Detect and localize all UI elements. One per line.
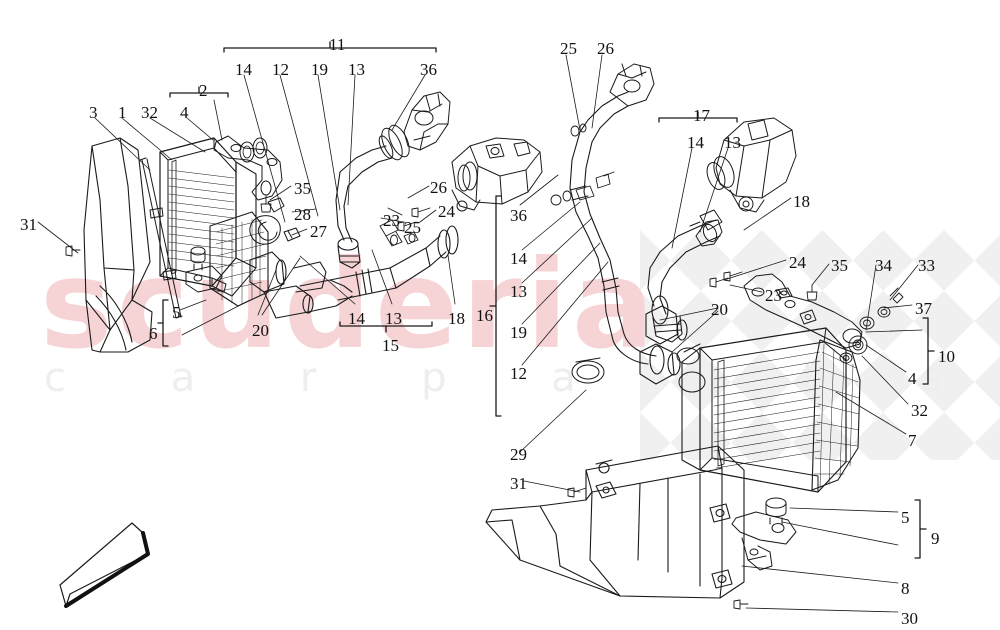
callout-13-c[interactable]: 13 (724, 133, 741, 152)
oring-29 (571, 357, 605, 384)
callout-32-b[interactable]: 32 (911, 401, 928, 420)
screw-30 (733, 599, 749, 610)
callout-4-a[interactable]: 4 (180, 103, 189, 122)
left-rail (139, 157, 183, 319)
right-hardware-stack (839, 287, 904, 364)
clip-27 (283, 227, 301, 242)
right-inlet-pipe (647, 219, 721, 343)
callout-26-b[interactable]: 26 (430, 178, 447, 197)
callout-2[interactable]: 2 (199, 81, 208, 100)
callout-25-a[interactable]: 25 (560, 39, 577, 58)
clamp-28 (249, 197, 285, 245)
turbocharger-left (403, 91, 451, 151)
bracket-15 (339, 321, 433, 333)
callout-36-a[interactable]: 36 (420, 60, 437, 79)
center-turbo-assembly (451, 137, 543, 212)
callout-23-a[interactable]: 23 (383, 211, 400, 230)
center-upper-pipe (569, 91, 665, 375)
callout-37[interactable]: 37 (915, 299, 932, 318)
right-support-bar (743, 273, 863, 349)
flange-18-right (695, 219, 723, 247)
callout-5-a[interactable]: 5 (172, 303, 181, 322)
right-mount-bracket (731, 497, 797, 571)
callout-17[interactable]: 17 (693, 106, 710, 125)
callout-34[interactable]: 34 (875, 256, 892, 275)
callout-1[interactable]: 1 (118, 103, 127, 122)
callout-19-a[interactable]: 19 (311, 60, 328, 79)
callout-14-a[interactable]: 14 (235, 60, 252, 79)
callout-35-b[interactable]: 35 (831, 256, 848, 275)
left-top-fittings (239, 137, 268, 163)
callout-8[interactable]: 8 (901, 579, 910, 598)
bracket-9 (914, 499, 927, 559)
turbo-flange-36 (378, 124, 410, 161)
callout-31-b[interactable]: 31 (510, 474, 527, 493)
left-mount-foot (185, 246, 227, 293)
fittings-25-26 (550, 123, 615, 206)
right-lower-hose (639, 305, 681, 385)
callout-31-a[interactable]: 31 (20, 215, 37, 234)
callout-4-b[interactable]: 4 (908, 369, 917, 388)
leader-lines-right (519, 54, 923, 613)
screw-31-right (567, 487, 587, 498)
callout-24-b[interactable]: 24 (789, 253, 806, 272)
left-air-duct (83, 137, 153, 353)
turbo-center-top (609, 63, 655, 107)
bracket-6 (157, 299, 169, 347)
callout-14-c[interactable]: 14 (687, 133, 704, 152)
callout-28[interactable]: 28 (294, 205, 311, 224)
bracket-10 (922, 317, 935, 385)
callout-18-a[interactable]: 18 (448, 309, 465, 328)
callout-9[interactable]: 9 (931, 529, 940, 548)
callout-25-b[interactable]: 25 (404, 218, 421, 237)
callout-14-d[interactable]: 14 (510, 249, 527, 268)
callout-20-b[interactable]: 20 (711, 300, 728, 319)
callout-11[interactable]: 11 (329, 35, 346, 54)
bolts-23-24 (397, 207, 431, 232)
callout-26-a[interactable]: 26 (597, 39, 614, 58)
bracket-16 (489, 195, 502, 417)
callout-3[interactable]: 3 (89, 103, 98, 122)
screw-35-left (260, 195, 272, 213)
callout-13-d[interactable]: 13 (510, 282, 527, 301)
callout-14-b[interactable]: 14 (348, 309, 365, 328)
callout-33[interactable]: 33 (918, 256, 935, 275)
turbocharger-right (689, 117, 797, 231)
left-lower-hose (249, 225, 459, 319)
direction-arrow (59, 522, 150, 608)
left-upper-hose (335, 145, 393, 269)
callout-36-b[interactable]: 36 (510, 206, 527, 225)
callout-27[interactable]: 27 (310, 222, 327, 241)
right-air-duct (485, 445, 745, 599)
callout-20-a[interactable]: 20 (252, 321, 269, 340)
callout-12-a[interactable]: 12 (272, 60, 289, 79)
callout-19-b[interactable]: 19 (510, 323, 527, 342)
callout-12-b[interactable]: 12 (510, 364, 527, 383)
callout-10[interactable]: 10 (938, 347, 955, 366)
callout-13-b[interactable]: 13 (385, 309, 402, 328)
callout-15[interactable]: 15 (382, 336, 399, 355)
callout-16[interactable]: 16 (476, 306, 493, 325)
left-support-bracket (213, 135, 283, 201)
callout-18-b[interactable]: 18 (793, 192, 810, 211)
bracket-11 (223, 41, 437, 53)
callout-29[interactable]: 29 (510, 445, 527, 464)
callout-35-a[interactable]: 35 (294, 179, 311, 198)
callout-23-b[interactable]: 23 (765, 286, 782, 305)
bolts-right-upper (709, 271, 818, 301)
callout-24-a[interactable]: 24 (438, 202, 455, 221)
callout-5-b[interactable]: 5 (901, 508, 910, 527)
right-intercooler-core (676, 327, 861, 493)
callout-32-a[interactable]: 32 (141, 103, 158, 122)
callout-13-a[interactable]: 13 (348, 60, 365, 79)
callout-6[interactable]: 6 (149, 324, 158, 343)
bracket-17 (658, 111, 738, 123)
callout-7[interactable]: 7 (908, 431, 917, 450)
bracket-2 (169, 86, 229, 98)
callout-30[interactable]: 30 (901, 609, 918, 628)
screw-31-left (65, 245, 81, 257)
